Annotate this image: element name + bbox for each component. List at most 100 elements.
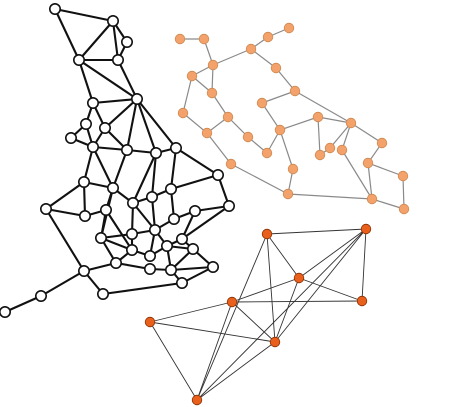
- black-mesh-graph-node: [99, 122, 112, 135]
- black-mesh-graph-node: [150, 147, 163, 160]
- dark-orange-graph-node: [144, 316, 156, 328]
- black-mesh-graph-node: [78, 264, 91, 277]
- black-mesh-graph-node: [126, 244, 139, 257]
- dark-orange-graph-edge: [266, 228, 367, 235]
- black-mesh-graph-edge: [77, 58, 139, 101]
- light-orange-graph: [174, 22, 410, 215]
- black-mesh-graph-node: [121, 144, 134, 157]
- light-orange-graph-node: [262, 31, 274, 43]
- black-mesh-graph-node: [189, 205, 202, 218]
- black-mesh-graph-node: [87, 97, 100, 110]
- light-orange-graph-edge: [182, 75, 193, 114]
- black-mesh-graph-edge: [44, 207, 87, 218]
- dark-orange-graph-edge: [231, 300, 363, 303]
- black-mesh-graph-edge: [44, 180, 86, 211]
- black-mesh-graph-edge: [169, 146, 178, 191]
- black-mesh-graph-edge: [77, 58, 95, 105]
- dark-orange-graph-edge: [266, 233, 276, 343]
- dark-orange-graph-edge: [231, 277, 300, 303]
- light-orange-graph-edge: [329, 122, 352, 149]
- black-mesh-graph-edge: [116, 58, 139, 101]
- black-mesh-graph-node: [110, 256, 123, 269]
- black-mesh-graph-node: [212, 169, 225, 182]
- light-orange-graph-node: [174, 33, 186, 45]
- light-orange-graph-node: [366, 193, 378, 205]
- black-mesh-graph-node: [126, 228, 139, 241]
- light-orange-graph-edge: [341, 149, 373, 200]
- black-mesh-graph-edge: [169, 265, 215, 272]
- dark-orange-graph-edge: [298, 228, 367, 279]
- black-mesh-graph-edge: [3, 294, 43, 314]
- light-orange-graph-edge: [317, 116, 352, 124]
- black-mesh-graph-edge: [53, 7, 115, 23]
- black-mesh-graph-edge: [77, 19, 115, 62]
- black-mesh-graph-node: [170, 142, 183, 155]
- black-mesh-graph-edge: [53, 7, 81, 62]
- light-orange-graph-node: [177, 107, 189, 119]
- light-orange-graph-node: [225, 158, 237, 170]
- black-mesh-graph-node: [112, 53, 125, 66]
- black-mesh-graph-node: [144, 262, 157, 275]
- black-mesh-graph-node: [165, 263, 178, 276]
- dark-orange-graph-edge: [149, 321, 276, 343]
- dark-orange-graph-node: [360, 223, 372, 235]
- dark-orange-graph-edge: [196, 228, 367, 401]
- black-mesh-graph-node: [73, 53, 86, 66]
- light-orange-graph-node: [207, 59, 219, 71]
- black-mesh-graph-node: [144, 250, 157, 263]
- black-mesh-graph-edge: [91, 97, 139, 105]
- black-mesh-graph-node: [78, 176, 91, 189]
- black-mesh-graph-node: [176, 233, 189, 246]
- light-orange-graph-node: [201, 127, 213, 139]
- dark-orange-graph-edge: [231, 301, 276, 343]
- black-mesh-graph-edge: [169, 173, 220, 191]
- dark-orange-graph-edge: [274, 228, 367, 343]
- light-orange-graph-edge: [279, 129, 294, 170]
- dark-orange-graph-edge: [196, 233, 268, 401]
- black-mesh-graph-node: [127, 197, 140, 210]
- black-mesh-graph-edge: [101, 281, 184, 296]
- dark-orange-graph-node: [226, 296, 238, 308]
- black-mesh-graph-edge: [125, 97, 139, 152]
- black-mesh-graph-node: [34, 289, 47, 302]
- light-orange-graph-node: [242, 131, 254, 143]
- light-orange-graph-edge: [367, 162, 373, 200]
- light-orange-graph-node: [222, 111, 234, 123]
- black-mesh-graph-node: [176, 276, 189, 289]
- black-mesh-graph-edge: [103, 97, 139, 130]
- light-orange-graph-edge: [287, 193, 373, 200]
- dark-orange-graph-edge: [149, 321, 198, 401]
- dark-orange-graph-edge: [298, 277, 363, 302]
- light-orange-graph-edge: [294, 90, 352, 124]
- black-mesh-graph-node: [131, 93, 144, 106]
- dark-orange-graph-node: [261, 228, 273, 240]
- black-mesh-graph-node: [87, 141, 100, 154]
- light-orange-graph-edge: [261, 90, 296, 104]
- black-mesh-graph-node: [65, 132, 78, 145]
- light-orange-graph-node: [398, 203, 410, 215]
- black-mesh-graph-edge: [150, 151, 158, 199]
- black-mesh-graph-node: [107, 182, 120, 195]
- black-mesh-graph-node: [121, 35, 134, 48]
- light-orange-graph-edge: [367, 162, 404, 177]
- light-orange-graph-node: [186, 70, 198, 82]
- black-mesh-graph-node: [79, 210, 92, 223]
- light-orange-graph-edge: [371, 198, 405, 210]
- black-mesh-graph-edge: [174, 146, 220, 177]
- dark-orange-graph-node: [269, 336, 281, 348]
- light-orange-graph-node: [261, 147, 273, 159]
- black-mesh-graph-node: [149, 224, 162, 237]
- light-orange-graph-node: [376, 137, 388, 149]
- light-orange-graph-node: [312, 111, 324, 123]
- black-mesh-graph-node: [95, 232, 108, 245]
- black-mesh-graph-edge: [91, 145, 115, 190]
- black-mesh-graph-edge: [44, 207, 86, 273]
- light-orange-graph-node: [314, 149, 326, 161]
- light-orange-graph-node: [270, 62, 282, 74]
- dark-orange-graph-edge: [274, 277, 300, 343]
- light-orange-graph-node: [362, 157, 374, 169]
- black-mesh-graph-node: [146, 191, 159, 204]
- light-orange-graph-node: [206, 87, 218, 99]
- black-mesh-graph-node: [207, 260, 220, 273]
